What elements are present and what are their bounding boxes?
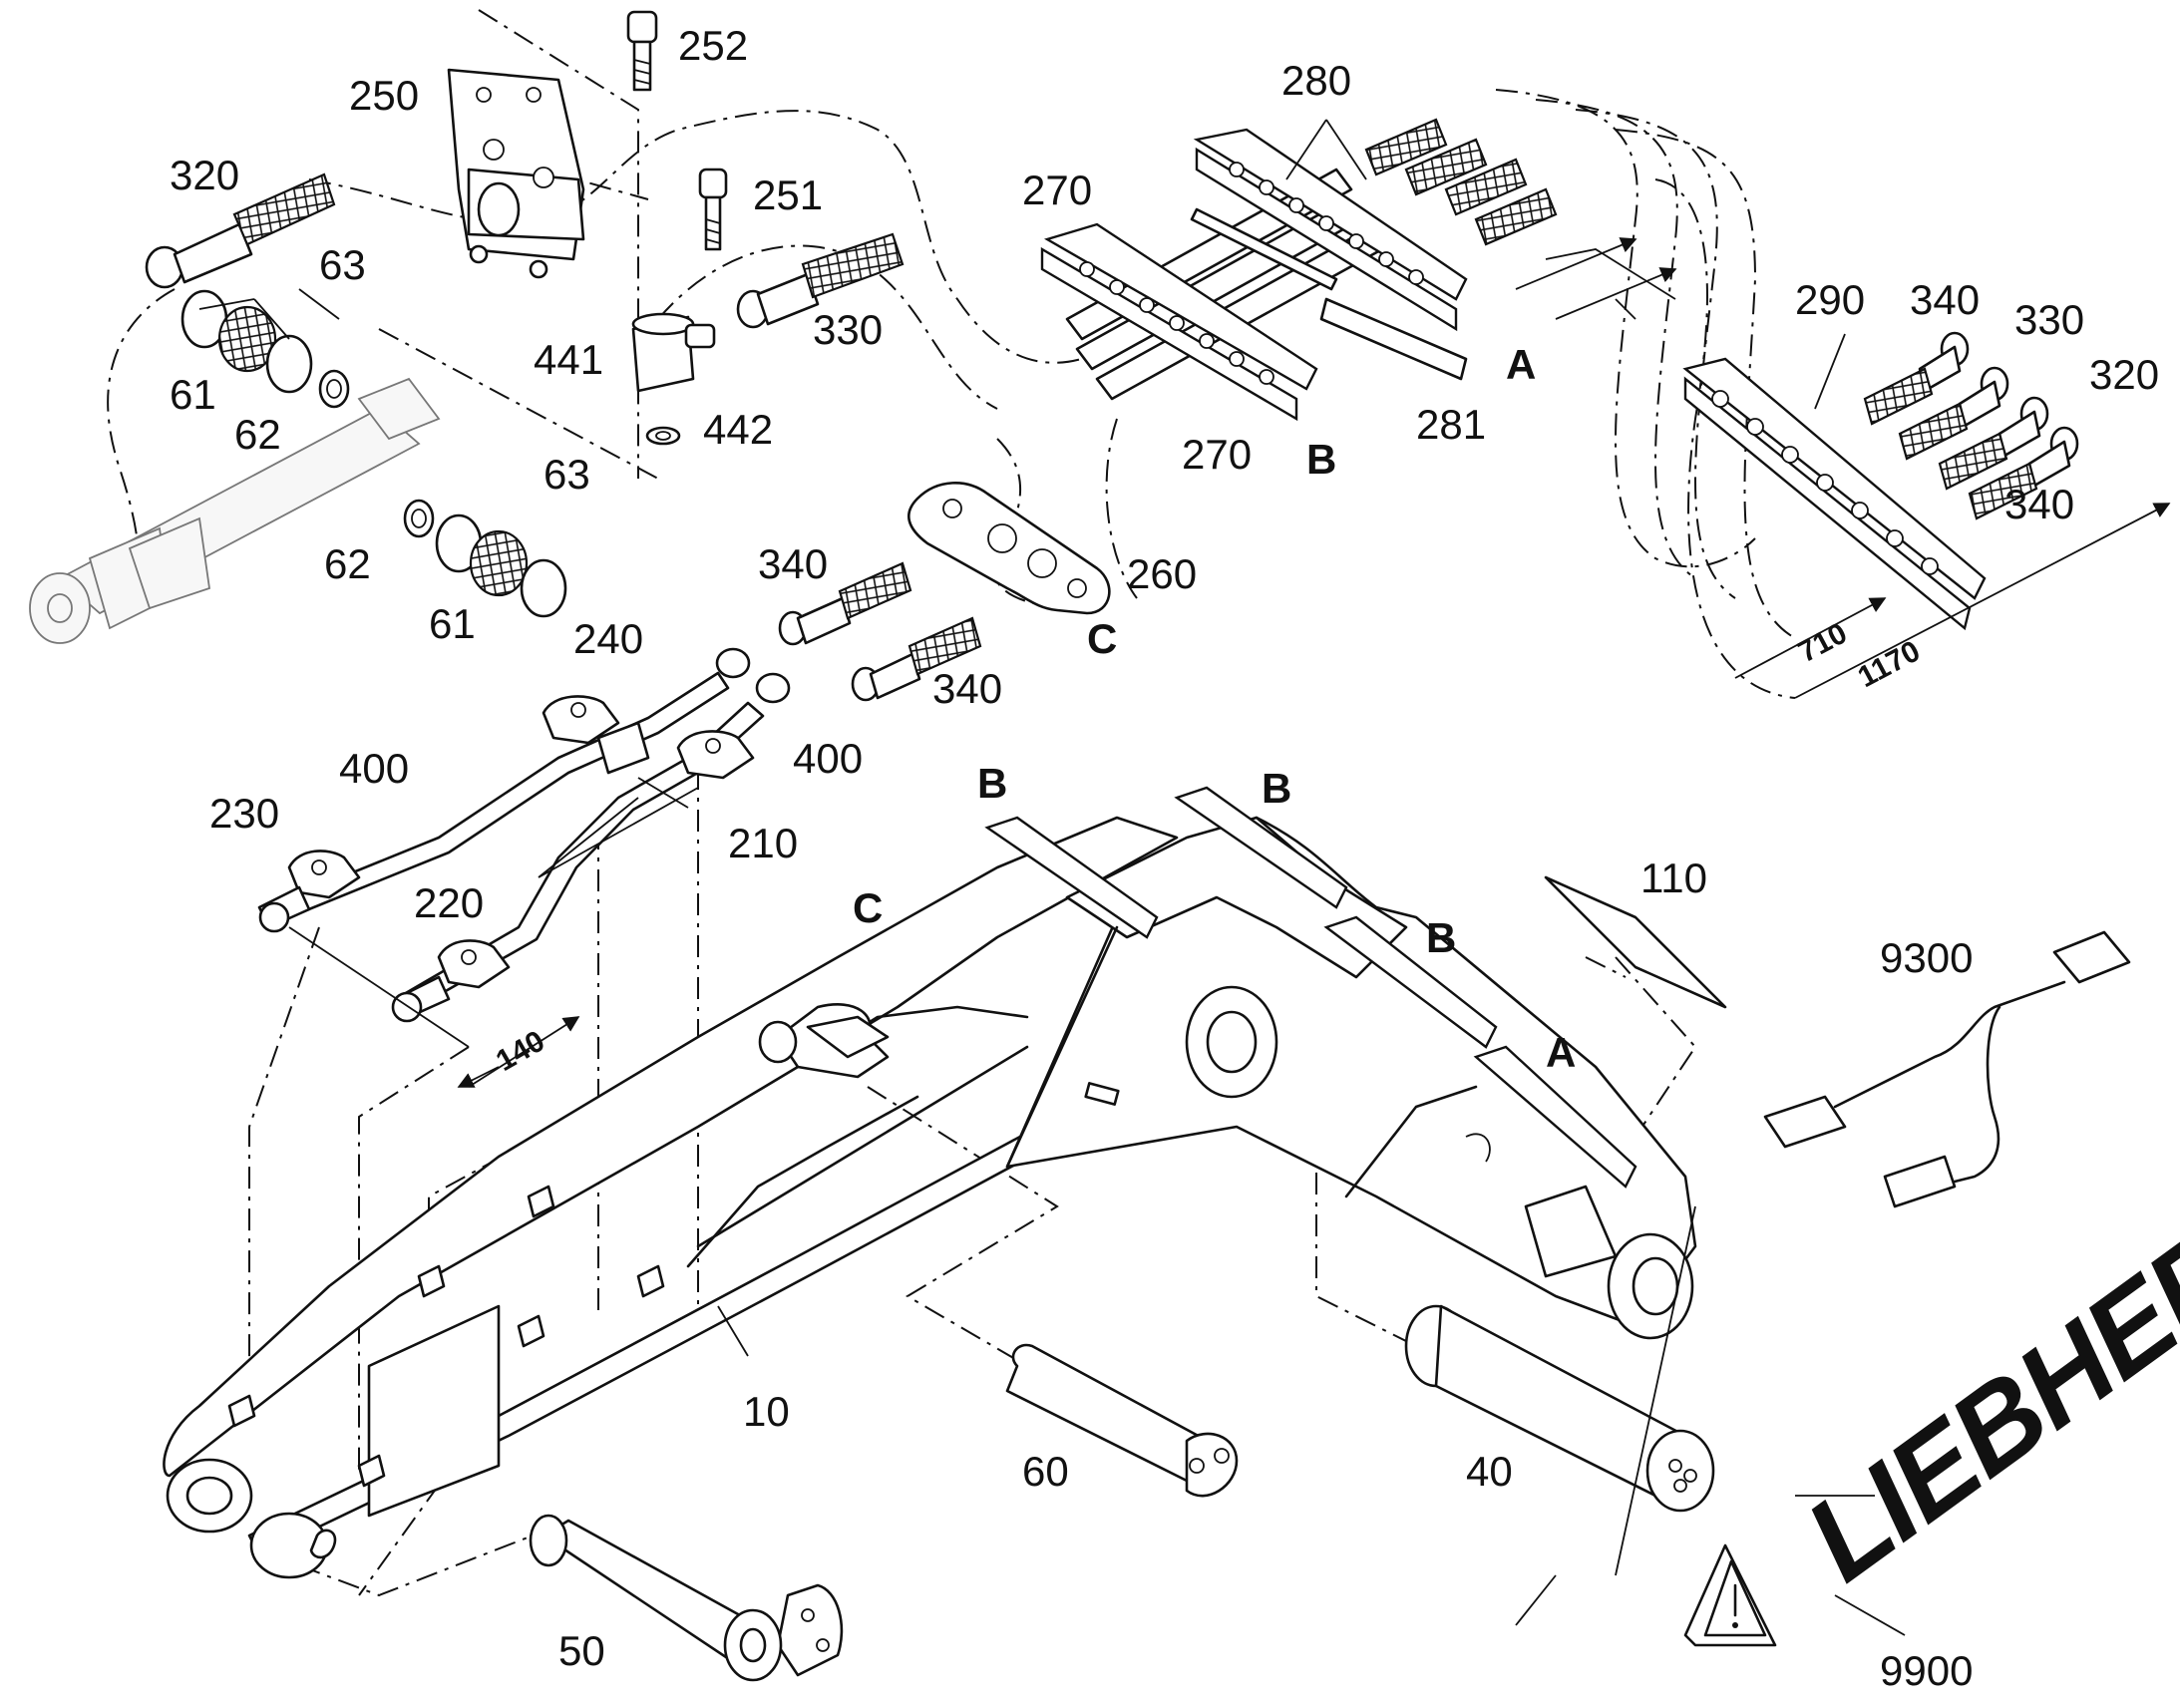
seal-set-lower [403, 499, 567, 618]
callout-110: 110 [1640, 854, 1707, 901]
rail-280-holes [1229, 162, 1424, 285]
leader-lines [198, 119, 2171, 1636]
view-label-b-boom-3: B [1426, 914, 1456, 961]
seal-set-upper [181, 289, 350, 409]
rail-assembly-270-280 [1040, 118, 1558, 422]
callout-280: 280 [1281, 57, 1351, 104]
clamp-240 [542, 695, 650, 775]
callout-220: 220 [414, 879, 484, 926]
view-label-b-boom-1: B [977, 760, 1007, 807]
callout-320-right: 320 [2089, 351, 2159, 398]
callout-400-left: 400 [339, 745, 409, 792]
boom-brackets [984, 786, 1637, 1189]
callout-240: 240 [573, 615, 643, 662]
view-label-c-upper: C [1087, 615, 1117, 662]
brand-logo: LIEBHERR [1783, 1155, 2180, 1606]
callout-441: 441 [534, 336, 603, 383]
view-label-c-boom: C [853, 884, 883, 931]
callout-251: 251 [753, 171, 823, 218]
clamp-260 [908, 482, 1111, 615]
pin-40 [1404, 1304, 1715, 1513]
hydraulic-cylinder [29, 377, 441, 644]
rail-290 [1682, 357, 1987, 631]
callout-labels: 252 250 320 251 63 330 441 61 442 62 63 … [170, 22, 2159, 1694]
callout-340-right-bottom: 340 [2004, 481, 2074, 527]
callout-290: 290 [1795, 276, 1865, 323]
callout-400-right: 400 [793, 735, 863, 782]
callout-252: 252 [678, 22, 748, 69]
callout-330-right: 330 [2014, 296, 2084, 343]
view-label-b-boom-2: B [1262, 765, 1291, 812]
callout-340-right-top: 340 [1910, 276, 1980, 323]
block-441 [631, 312, 716, 446]
view-letters: A B C B B B C A [853, 341, 1576, 1076]
dimension-140: 140 [491, 1024, 550, 1078]
callout-9900: 9900 [1880, 1647, 1973, 1694]
callout-340-center-a: 340 [758, 540, 828, 587]
hoses-right-group [1863, 331, 2079, 520]
pin-60 [1005, 1343, 1239, 1498]
decal-110 [1544, 875, 1727, 1009]
callout-50: 50 [558, 1627, 605, 1674]
boom-10 [163, 816, 1697, 1579]
callout-40: 40 [1466, 1448, 1513, 1495]
callout-270-lower: 270 [1182, 431, 1252, 478]
callout-230: 230 [209, 790, 279, 837]
callout-250: 250 [349, 72, 419, 119]
callout-60: 60 [1022, 1448, 1069, 1495]
callout-63-lower: 63 [544, 451, 590, 498]
callout-62-lower: 62 [324, 540, 371, 587]
warning-decal-9900 [1683, 1543, 1777, 1647]
clamp-220 [391, 939, 511, 1023]
bolt-252 [626, 10, 658, 92]
rail-270-holes [1079, 261, 1274, 385]
clamp-230 [257, 850, 361, 933]
cable-harness-9300 [1763, 930, 2131, 1208]
bolt-251 [698, 168, 728, 251]
callout-210: 210 [728, 820, 798, 866]
callout-442: 442 [703, 406, 773, 453]
hose-330-upper [736, 232, 905, 329]
clamp-250 [447, 68, 585, 279]
callout-340-center-b: 340 [932, 665, 1002, 712]
view-label-a-boom: A [1546, 1029, 1576, 1076]
view-label-b-upper: B [1306, 436, 1336, 483]
pipes-400 [277, 647, 791, 1014]
callout-320-left: 320 [170, 152, 239, 198]
view-label-a-upper: A [1506, 341, 1536, 388]
callout-61-upper: 61 [170, 371, 216, 418]
dimension-1170: 1170 [1853, 634, 1926, 694]
callout-281: 281 [1416, 401, 1486, 448]
callout-9300: 9300 [1880, 934, 1973, 981]
hose-340-center-a [778, 561, 912, 646]
callout-61-lower: 61 [429, 600, 476, 647]
clamp-210 [676, 730, 755, 780]
callout-260: 260 [1127, 550, 1197, 597]
callout-330-upper: 330 [813, 306, 883, 353]
callout-10: 10 [743, 1388, 790, 1435]
callout-62-upper: 62 [234, 411, 281, 458]
dimension-710: 710 [1793, 617, 1853, 670]
callout-270-upper: 270 [1022, 167, 1092, 213]
callout-63-upper: 63 [319, 241, 366, 288]
hose-340-center-b [851, 616, 982, 702]
pin-50 [529, 1514, 844, 1682]
hose-320-left [145, 172, 336, 289]
